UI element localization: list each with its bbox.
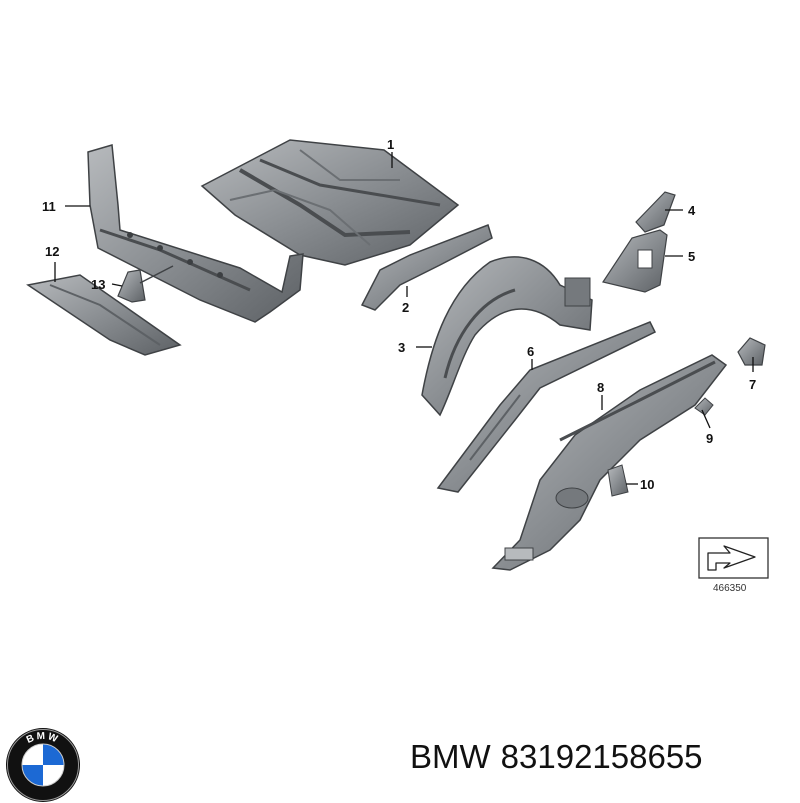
part-7-bracket: [737, 337, 766, 366]
callout-4: 4: [688, 203, 696, 218]
direction-arrow-icon: [707, 545, 756, 571]
callout-10: 10: [640, 477, 655, 492]
callout-11: 11: [42, 199, 56, 214]
part-6-long-rail: [436, 321, 657, 493]
callout-6: 6: [527, 344, 535, 359]
reference-box: [698, 537, 769, 579]
part-8-side-member: [491, 354, 728, 571]
callout-12: 12: [45, 244, 60, 259]
part-3-wheel-house: [421, 256, 593, 417]
svg-text:BMW: BMW: [25, 731, 61, 746]
callout-2: 2: [402, 300, 410, 315]
part-5-bracket: [602, 229, 668, 293]
part-12-lower-panel: [26, 274, 182, 356]
reference-number: 466350: [713, 583, 747, 594]
part-13-bracket: [117, 265, 174, 303]
callout-8: 8: [597, 380, 605, 395]
part-11-cross-member: [87, 144, 304, 323]
bmw-logo: BMW: [6, 728, 80, 802]
callout-5: 5: [688, 249, 696, 264]
part-number: 83192158655: [500, 738, 703, 775]
part-2-side-rail: [360, 224, 493, 311]
part-9-clip: [694, 397, 714, 416]
part-1-floor-pan: [200, 139, 460, 266]
leader-lines: [54, 152, 754, 485]
callout-1: 1: [387, 137, 395, 152]
callout-7: 7: [749, 377, 757, 392]
brand-name: BMW: [410, 738, 491, 775]
callout-9: 9: [706, 431, 714, 446]
part-4-bracket: [635, 191, 676, 233]
callout-13: 13: [91, 277, 106, 292]
callout-3: 3: [398, 340, 406, 355]
part-10-plate: [607, 464, 629, 497]
